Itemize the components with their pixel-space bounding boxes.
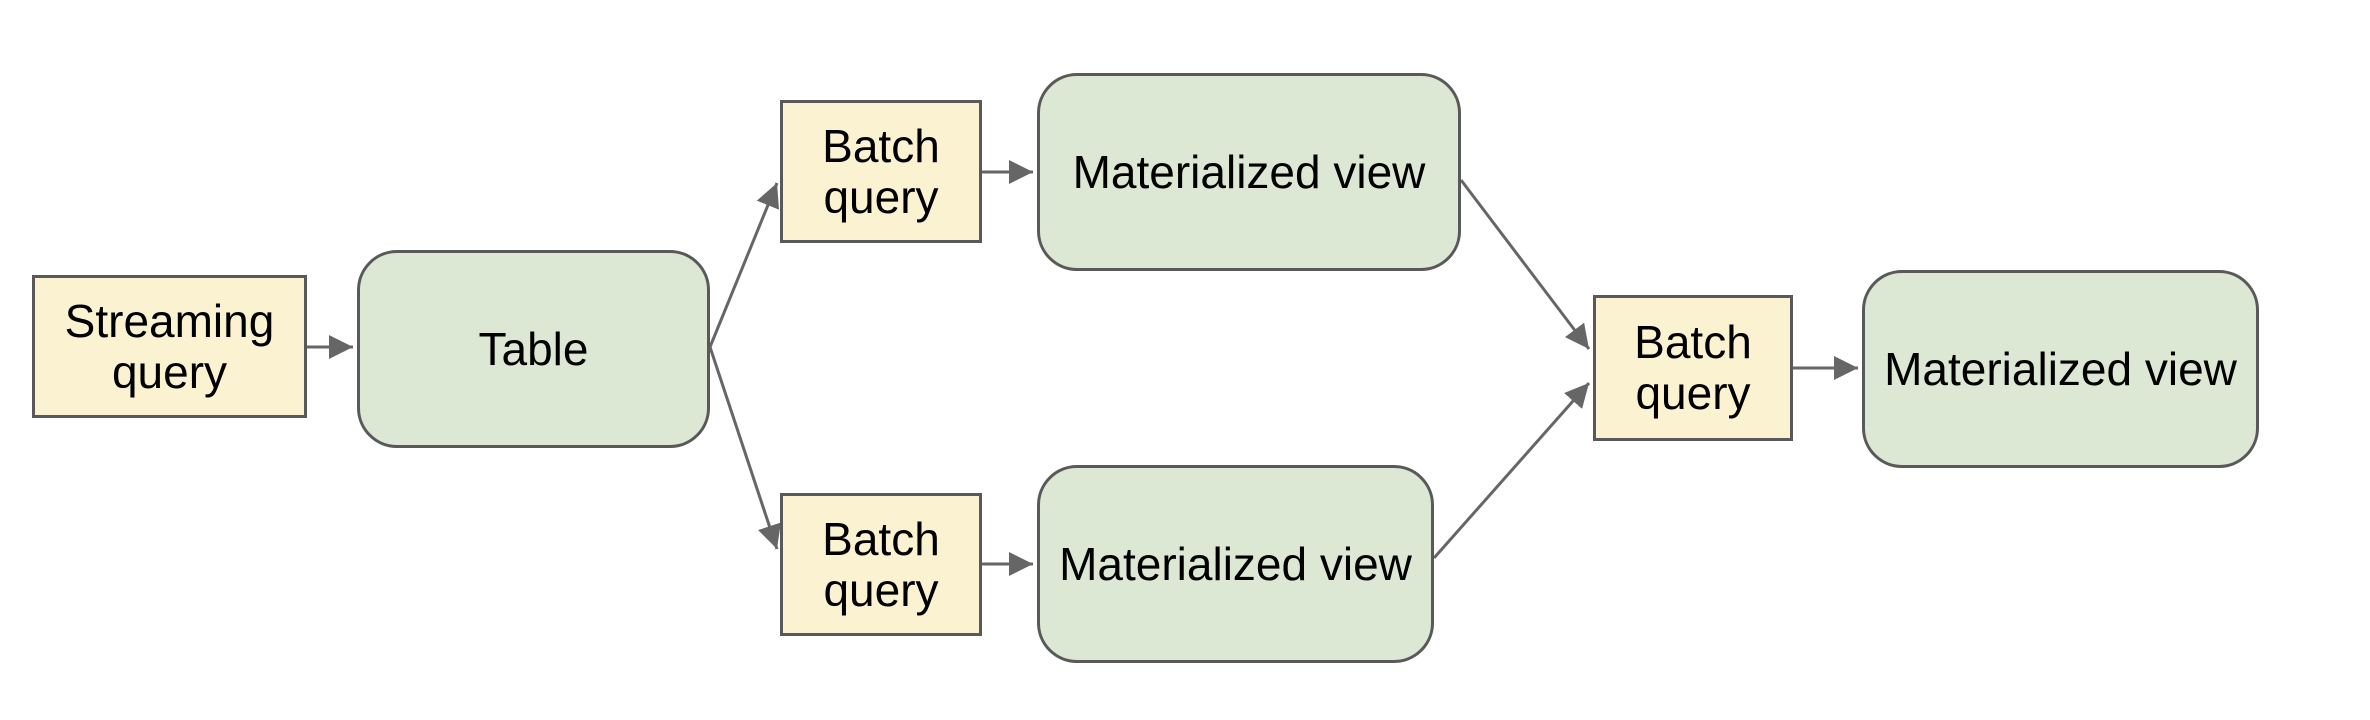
node-batch-query-bottom-label: Batch query (822, 512, 940, 616)
node-batch-query-top-label: Batch query (822, 119, 940, 223)
node-streaming-query: Streaming query (32, 275, 307, 418)
node-table-label: Table (478, 322, 589, 375)
node-materialized-view-top: Materialized view (1037, 73, 1461, 271)
node-streaming-query-label: Streaming query (64, 294, 275, 398)
arrow-mv-top-to-batch-query-final (1459, 179, 1591, 350)
arrow-table-to-batch-query-bottom (708, 346, 781, 550)
node-batch-query-top: Batch query (780, 100, 982, 243)
arrow-mv-bottom-to-batch-query-final (1432, 382, 1591, 559)
node-materialized-view-top-label: Materialized view (1072, 145, 1426, 198)
node-materialized-view-bottom-label: Materialized view (1059, 537, 1412, 590)
node-batch-query-final: Batch query (1593, 295, 1793, 441)
node-materialized-view-bottom: Materialized view (1037, 465, 1434, 663)
arrow-table-to-batch-query-top (708, 182, 780, 348)
node-table: Table (357, 250, 710, 448)
node-batch-query-bottom: Batch query (780, 493, 982, 636)
node-materialized-view-final: Materialized view (1862, 270, 2259, 468)
node-batch-query-final-label: Batch query (1634, 316, 1752, 419)
node-materialized-view-final-label: Materialized view (1884, 342, 2237, 395)
